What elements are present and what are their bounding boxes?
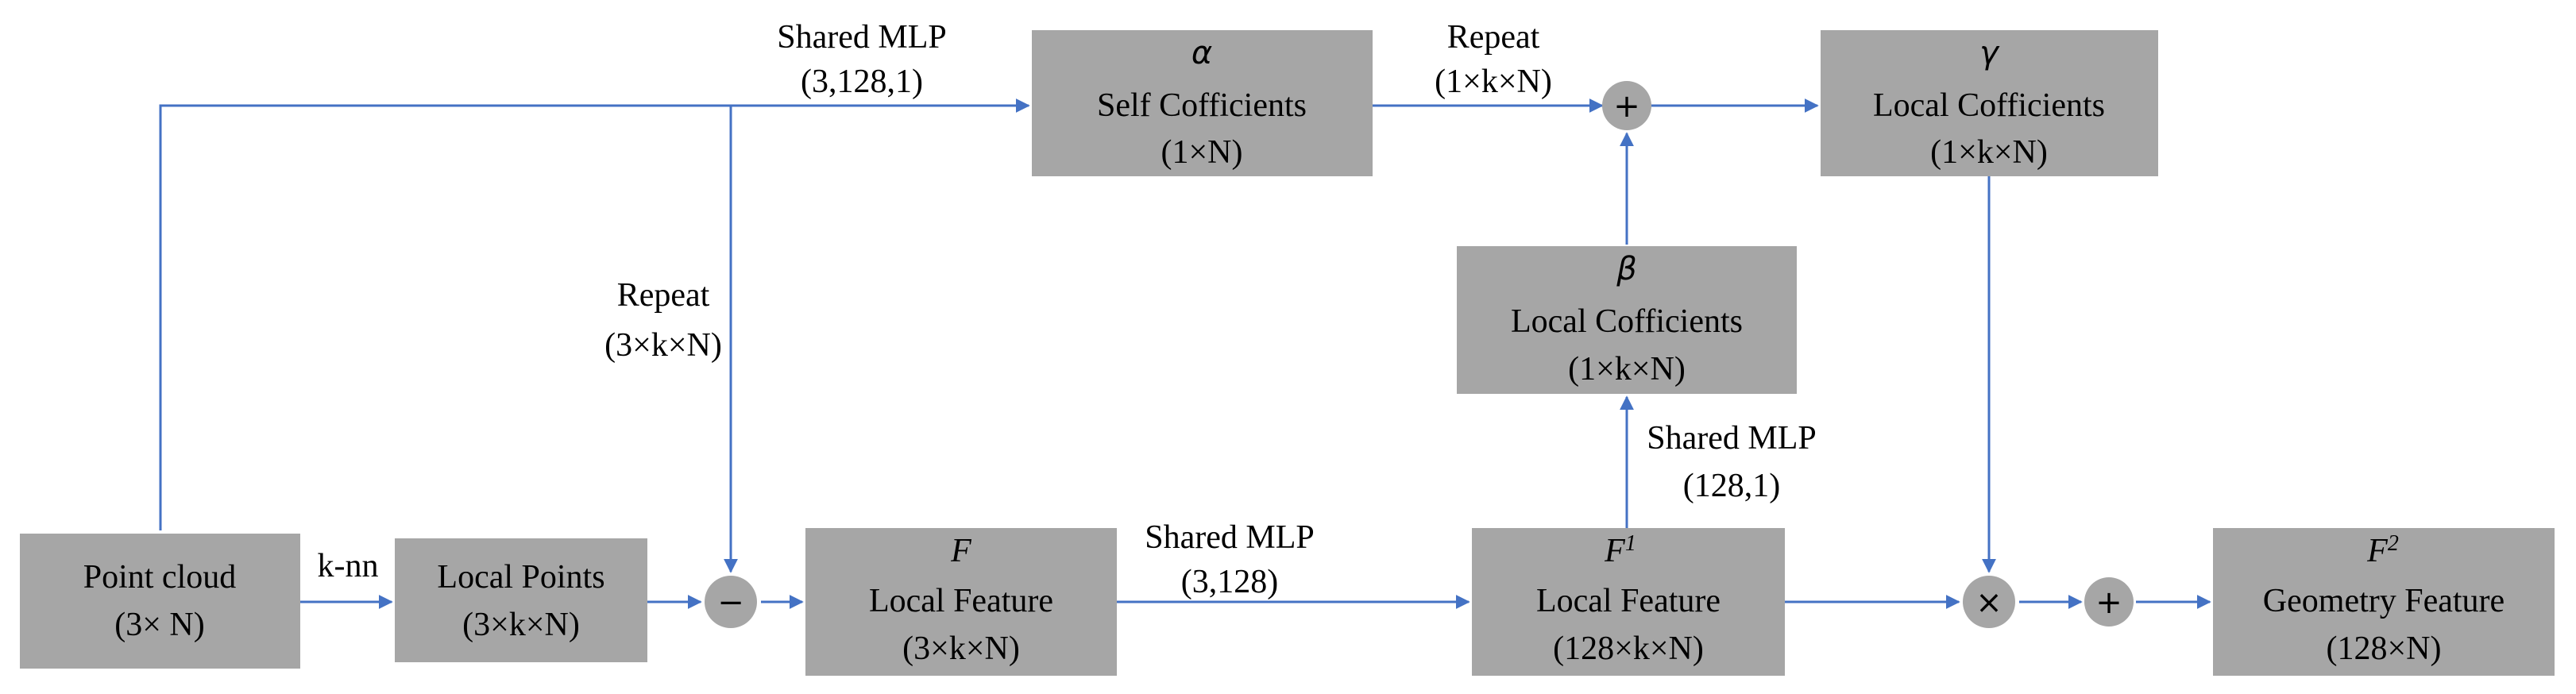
gamma-coefficients-label: Local Cofficients (1873, 87, 2105, 124)
gamma-coefficients-node: γ Local Cofficients (1×k×N) (1821, 30, 2158, 176)
local-feature-node: F Local Feature (3×k×N) (805, 528, 1117, 676)
times-operator: × (1963, 576, 2015, 628)
local-points-node: Local Points (3×k×N) (395, 538, 647, 662)
beta-coefficients-label: Local Cofficients (1511, 303, 1743, 340)
local-feature-1-node: F1 Local Feature (128×k×N) (1472, 528, 1785, 676)
plus-top-symbol: + (1613, 88, 1640, 125)
local-points-shape: (3×k×N) (462, 607, 580, 643)
plus-operator-top: + (1602, 81, 1651, 130)
repeat-left-params: (3×k×N) (604, 327, 722, 364)
plus-bottom-symbol: + (2095, 584, 2122, 621)
gamma-coefficients-shape: (1×k×N) (1930, 134, 2048, 171)
edge-pointcloud-to-self-coefficients (159, 98, 1030, 530)
repeat-top-label: Repeat (1447, 19, 1540, 56)
shared-mlp-mid-label: Shared MLP (1145, 519, 1315, 556)
shared-mlp-right-label: Shared MLP (1647, 420, 1817, 457)
local-feature-label: Local Feature (869, 583, 1053, 619)
minus-operator: − (705, 576, 757, 628)
self-coefficients-label: Self Cofficients (1097, 87, 1307, 124)
point-cloud-node: Point cloud (3× N) (20, 534, 300, 669)
point-cloud-shape: (3× N) (114, 607, 205, 643)
times-symbol: × (1975, 584, 2002, 621)
beta-coefficients-shape: (1×k×N) (1568, 351, 1686, 387)
f2-symbol-base: F (2366, 533, 2388, 569)
geometry-feature-shape: (128×N) (2327, 630, 2442, 667)
f1-label: Local Feature (1536, 583, 1721, 619)
local-feature-symbol: F (950, 533, 971, 569)
geometry-feature-node: F2 Geometry Feature (128×N) (2213, 528, 2555, 676)
beta-coefficients-node: β Local Cofficients (1×k×N) (1457, 246, 1797, 394)
alpha-symbol: α (1191, 35, 1212, 71)
f1-symbol-base: F (1604, 533, 1625, 569)
f1-symbol-sup: 1 (1625, 531, 1636, 556)
beta-symbol: β (1616, 251, 1637, 287)
f2-symbol: F2 (2366, 531, 2399, 569)
point-cloud-label: Point cloud (83, 559, 237, 596)
plus-operator-bottom: + (2084, 577, 2134, 627)
shared-mlp-mid-params: (3,128) (1181, 564, 1278, 600)
f2-symbol-sup: 2 (2388, 531, 2399, 556)
repeat-left-label: Repeat (617, 277, 710, 314)
shared-mlp-right-params: (128,1) (1683, 468, 1780, 504)
f1-symbol: F1 (1604, 531, 1636, 569)
self-coefficients-node: α Self Cofficients (1×N) (1032, 30, 1373, 176)
f1-shape: (128×k×N) (1553, 630, 1704, 667)
local-points-label: Local Points (437, 559, 604, 596)
geometry-feature-label: Geometry Feature (2263, 583, 2505, 619)
local-feature-shape: (3×k×N) (902, 630, 1020, 667)
shared-mlp-top-label: Shared MLP (777, 19, 947, 56)
shared-mlp-top-params: (3,128,1) (801, 64, 923, 100)
minus-symbol: − (717, 584, 744, 621)
knn-label: k-nn (318, 548, 379, 584)
gamma-symbol: γ (1979, 35, 2000, 71)
self-coefficients-shape: (1×N) (1161, 134, 1243, 171)
repeat-top-params: (1×k×N) (1435, 64, 1552, 100)
